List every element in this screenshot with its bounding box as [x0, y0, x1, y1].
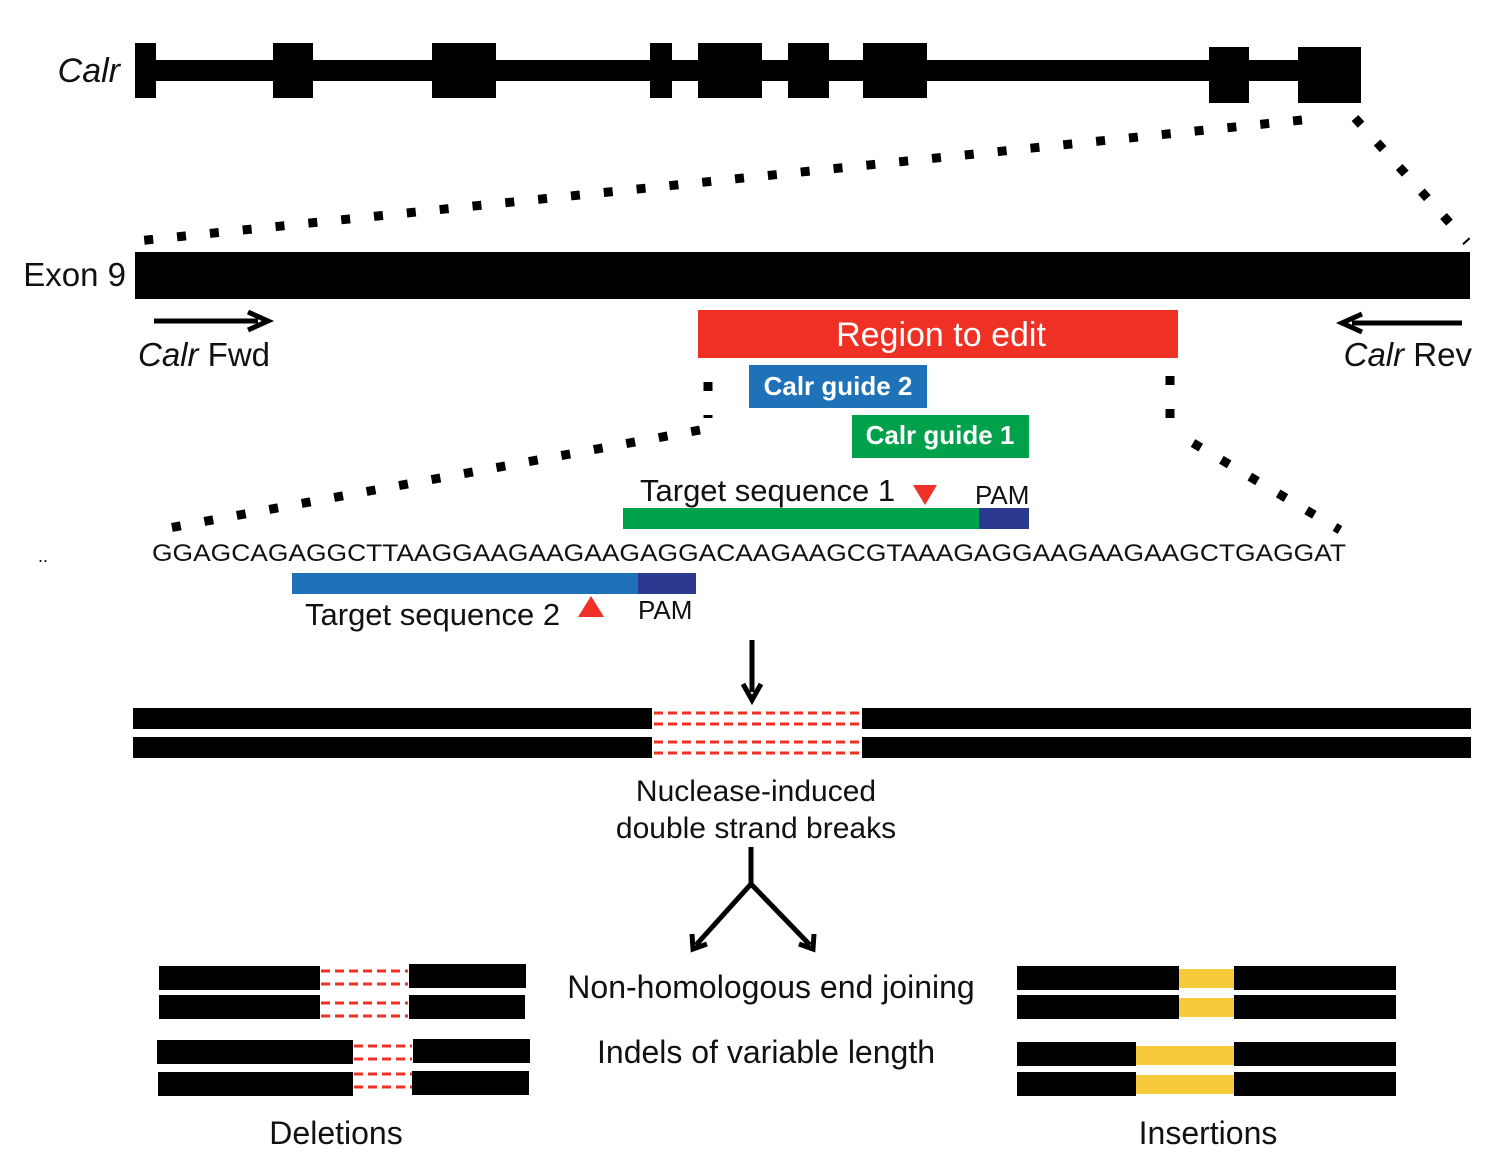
insertion-a-bottom-right [1234, 995, 1396, 1019]
dsb-label-line2: double strand breaks [616, 812, 896, 845]
arrow-down-to-dsb [740, 640, 764, 706]
insertion-b-bottom-right [1234, 1072, 1396, 1096]
gene-structure: Calr [58, 43, 1361, 103]
deletion-b-top-left [157, 1040, 353, 1064]
exon-3 [432, 43, 496, 98]
exon-2 [273, 43, 313, 98]
region-to-edit-bar [698, 310, 1178, 358]
guide-1-label: Calr guide 1 [866, 420, 1015, 450]
guide-2-label: Calr guide 2 [764, 371, 913, 401]
deletion-a-bottom-right [409, 995, 525, 1019]
cut-site-down-triangle-icon [913, 485, 937, 505]
insertion-a-bottom-insert [1179, 998, 1234, 1017]
exon-1 [135, 43, 156, 98]
zoom-line-right-diagonal [1190, 439, 1343, 534]
arrow-left-icon [1335, 311, 1364, 335]
region-to-edit-label: Region to edit [836, 316, 1046, 354]
exon-5 [698, 43, 762, 98]
insertion-b-top-left [1017, 1042, 1136, 1066]
deletion-a-top-right [409, 964, 526, 988]
zoom-line-right [1351, 114, 1471, 246]
insertions-label: Insertions [1139, 1115, 1278, 1151]
guide-1-bar [852, 415, 1029, 458]
exon9-section: Exon 9 Calr Fwd Calr Rev [23, 252, 1472, 373]
dsb-strand-bottom-right [862, 737, 1471, 758]
cut-site-up-triangle-icon [578, 596, 604, 617]
target-2-pam-bar [638, 573, 696, 594]
sequence-ellipsis: .. [38, 546, 48, 566]
exon-6 [788, 43, 829, 98]
deletion-b-bottom-right [412, 1071, 529, 1095]
insertion-b-top-right [1234, 1042, 1396, 1066]
indels-label: Indels of variable length [597, 1034, 935, 1070]
exon9-label: Exon 9 [23, 256, 126, 293]
guide-1: Calr guide 1 [852, 415, 1029, 458]
exon-8 [1209, 47, 1249, 103]
target-1-pam-bar [979, 508, 1029, 529]
forward-primer-suffix: Fwd [199, 336, 271, 373]
deletion-b-bottom-left [158, 1072, 353, 1096]
zoom-lines-sequence [157, 376, 1343, 535]
deletion-a-gap [321, 969, 408, 1018]
dna-sequence: GGAGCAGAGGCTTAAGGAAGAAGAAGAGGACAAGAAGCGT… [152, 540, 1346, 567]
deletion-a-bottom-left [159, 995, 320, 1019]
deletion-b-top-right [413, 1039, 530, 1063]
insertion-a-bottom-left [1017, 995, 1179, 1019]
insertions-diagram: Insertions [1017, 966, 1396, 1151]
dsb-strand-top-left [133, 708, 652, 729]
gene-name-label: Calr [58, 52, 122, 90]
deletion-a-top-left [159, 966, 320, 990]
insertion-b-bottom-left [1017, 1072, 1136, 1096]
zoom-line-left [136, 115, 1303, 246]
reverse-primer: Calr Rev [1335, 311, 1473, 373]
target-1-bar [623, 508, 979, 529]
target-1-pam-label: PAM [975, 480, 1029, 510]
forward-primer-label: Calr Fwd [138, 336, 270, 373]
dsb-strand-bottom-left [133, 737, 652, 758]
deletion-b-gap [354, 1044, 412, 1089]
forward-primer: Calr Fwd [138, 309, 275, 373]
sequence-section: Target sequence 1 PAM .. GGAGCAGAGGCTTAA… [38, 473, 1346, 632]
arrow-down-icon [740, 682, 764, 706]
deletions-label: Deletions [269, 1115, 402, 1151]
dsb-strand-top-right [862, 708, 1471, 729]
region-to-edit: Region to edit [698, 310, 1178, 358]
arrow-right-icon [246, 309, 275, 333]
insertion-a-top-right [1234, 966, 1396, 990]
insertion-a-top-insert [1179, 969, 1234, 988]
target-1-label: Target sequence 1 [640, 473, 895, 508]
reverse-primer-label: Calr Rev [1344, 336, 1473, 373]
exon-4 [650, 43, 672, 98]
reverse-primer-gene: Calr [1344, 336, 1407, 373]
target-2-pam-label: PAM [638, 595, 692, 625]
dsb-diagram: Nuclease-induced double strand breaks [133, 708, 1471, 845]
arrow-down-left-icon [689, 933, 708, 953]
zoom-lines-exon9 [136, 114, 1471, 246]
nhej-label: Non-homologous end joining [567, 969, 974, 1005]
target-2-label: Target sequence 2 [305, 597, 560, 632]
target-2-bar [292, 573, 638, 594]
deletions-diagram: Deletions [157, 964, 530, 1151]
exon-7 [863, 43, 927, 98]
fork-arrow [689, 847, 817, 953]
guide-2: Calr guide 2 [749, 365, 927, 408]
forward-primer-gene: Calr [138, 336, 201, 373]
reverse-primer-suffix: Rev [1404, 336, 1472, 373]
dsb-label-line1: Nuclease-induced [636, 775, 876, 808]
guide-2-bar [749, 365, 927, 408]
exon9-bar [135, 252, 1470, 299]
dsb-break-lines [654, 711, 861, 755]
zoom-line-left-diagonal [157, 425, 701, 535]
fork-left [694, 882, 753, 947]
fork-right [749, 882, 812, 947]
insertion-b-bottom-insert [1136, 1075, 1234, 1094]
arrow-down-right-icon [798, 933, 817, 953]
insertion-a-top-left [1017, 966, 1179, 990]
exon-9 [1298, 47, 1361, 103]
insertion-b-top-insert [1136, 1046, 1234, 1065]
